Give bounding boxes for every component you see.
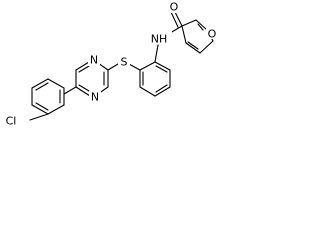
bond bbox=[139, 86, 156, 97]
bond bbox=[139, 61, 156, 71]
bond bbox=[128, 63, 141, 71]
bond bbox=[78, 65, 90, 73]
bond bbox=[154, 61, 171, 71]
bond bbox=[197, 23, 204, 31]
label-backdrop bbox=[118, 56, 130, 68]
amide-nitrogen-label: NH bbox=[151, 33, 168, 46]
label-backdrop bbox=[206, 27, 218, 39]
bond bbox=[170, 11, 179, 28]
thioether-link bbox=[107, 63, 141, 71]
bond bbox=[181, 25, 187, 44]
bond bbox=[63, 86, 77, 95]
bond bbox=[154, 86, 171, 97]
label-backdrop bbox=[152, 31, 172, 43]
bond bbox=[31, 78, 49, 89]
bond bbox=[47, 78, 65, 89]
bond bbox=[187, 41, 199, 50]
pyrimidine-nitrogen-bottom-label: N bbox=[91, 91, 99, 104]
chlorine-label: Cl bbox=[6, 115, 17, 128]
bond bbox=[35, 82, 49, 91]
bond bbox=[35, 102, 49, 111]
bond bbox=[75, 61, 90, 71]
bond bbox=[107, 63, 119, 71]
furan-oxygen-label: O bbox=[208, 28, 217, 41]
carbonyl-oxygen-label: O bbox=[170, 1, 179, 14]
bond bbox=[29, 113, 49, 121]
bond bbox=[195, 19, 208, 31]
label-backdrop bbox=[168, 1, 180, 13]
bond bbox=[155, 65, 168, 73]
bond bbox=[154, 44, 159, 63]
pyrimidine-nitrogen-top-label: N bbox=[90, 54, 98, 67]
bond bbox=[47, 104, 65, 115]
bond bbox=[199, 40, 214, 54]
bond bbox=[155, 84, 168, 93]
atom-labels: O NH O S N N Cl bbox=[2, 1, 218, 128]
label-backdrop bbox=[88, 54, 100, 66]
label-backdrop bbox=[89, 91, 101, 103]
bond bbox=[31, 104, 49, 115]
chlorophenyl-ring bbox=[31, 78, 65, 115]
bond bbox=[78, 84, 90, 92]
bond bbox=[185, 42, 201, 54]
pyrimidine-ring bbox=[75, 61, 109, 97]
bond bbox=[181, 19, 197, 27]
chemical-structure: O NH O S N N Cl bbox=[2, 1, 218, 128]
phenyl-ring bbox=[139, 44, 171, 97]
sulfur-label: S bbox=[121, 56, 128, 69]
label-backdrop bbox=[2, 115, 20, 128]
bond bbox=[75, 86, 91, 97]
